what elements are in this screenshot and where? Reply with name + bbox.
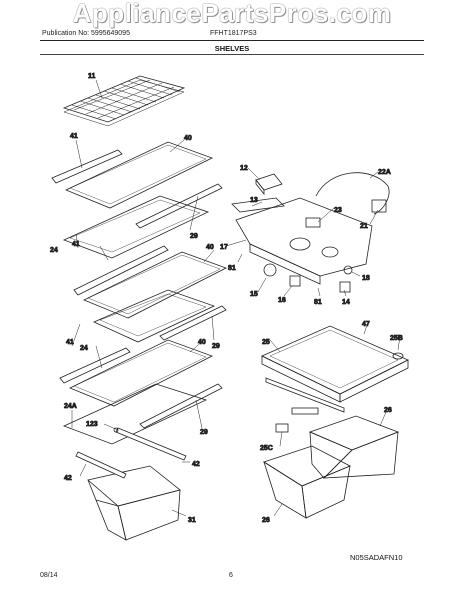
light-cover[interactable] bbox=[255, 173, 283, 196]
leader-lines bbox=[71, 79, 401, 517]
shelf-trim-front-top[interactable] bbox=[51, 149, 123, 184]
callout-25B: 25B bbox=[390, 335, 403, 342]
callout-123: 123 bbox=[86, 421, 98, 428]
callout-41: 41 bbox=[70, 133, 78, 140]
callout-40: 40 bbox=[198, 339, 206, 346]
callout-42: 42 bbox=[64, 475, 72, 482]
shelf-trim-rear-bottom[interactable] bbox=[139, 383, 223, 429]
footer-date: 08/14 bbox=[40, 572, 58, 579]
shelf-trim-front-middle[interactable] bbox=[73, 245, 169, 296]
sensor-connector[interactable] bbox=[371, 199, 387, 213]
callout-24: 24 bbox=[50, 247, 58, 254]
crisper-pan-left[interactable] bbox=[263, 445, 351, 519]
thermistor[interactable] bbox=[305, 217, 321, 228]
callout-25: 25 bbox=[262, 339, 270, 346]
callout-17: 17 bbox=[220, 244, 228, 251]
glass-shelf-bottom[interactable] bbox=[69, 339, 214, 407]
wire-shelf[interactable] bbox=[62, 75, 186, 127]
socket[interactable] bbox=[339, 281, 351, 293]
callout-21: 21 bbox=[360, 223, 368, 230]
header-rule bbox=[40, 40, 424, 41]
callout-25C: 25C bbox=[260, 445, 273, 452]
crisper-cover[interactable] bbox=[261, 325, 409, 403]
drawing-code: N05SADAFN10 bbox=[350, 553, 403, 562]
crisper-cover-rail[interactable] bbox=[113, 427, 187, 461]
callout-81: 81 bbox=[228, 265, 236, 272]
callout-labels: 11 41 40 29 24 41 40 17 29 24 41 40 24A … bbox=[50, 73, 404, 525]
callout-11: 11 bbox=[88, 73, 96, 80]
callout-23: 23 bbox=[334, 207, 342, 214]
humidity-control[interactable] bbox=[392, 352, 404, 360]
shelf-frame-top[interactable] bbox=[62, 195, 210, 259]
pan-rail-left[interactable] bbox=[75, 451, 127, 479]
callout-16: 16 bbox=[278, 297, 286, 304]
callout-42: 42 bbox=[192, 461, 200, 468]
thermostat-bracket[interactable] bbox=[231, 197, 285, 213]
crisper-pan-right[interactable] bbox=[308, 415, 400, 479]
callout-40: 40 bbox=[206, 244, 214, 251]
model-number: FFHT1817PS3 bbox=[210, 30, 257, 37]
wire-harness[interactable] bbox=[315, 172, 390, 215]
glass-shelf-middle[interactable] bbox=[83, 251, 228, 319]
callout-41: 41 bbox=[66, 339, 74, 346]
callout-31: 31 bbox=[188, 517, 196, 524]
header-rule-bottom bbox=[40, 54, 424, 55]
callout-29: 29 bbox=[200, 429, 208, 436]
callout-18: 18 bbox=[362, 275, 370, 282]
callout-22A: 22A bbox=[378, 169, 391, 176]
callout-24A: 24A bbox=[64, 403, 77, 410]
publication-number: Publication No: 5995649095 bbox=[42, 30, 130, 37]
watermark: AppliancePartsPros.com bbox=[72, 0, 392, 28]
section-title: SHELVES bbox=[214, 44, 250, 53]
footer-page-number: 6 bbox=[229, 572, 233, 579]
callout-81: 81 bbox=[314, 299, 322, 306]
control-housing[interactable] bbox=[235, 197, 373, 285]
crisper-pan-small[interactable] bbox=[87, 465, 181, 541]
callout-15: 15 bbox=[250, 291, 258, 298]
callout-26: 26 bbox=[384, 407, 392, 414]
callout-14: 14 bbox=[342, 299, 350, 306]
crisper-guide[interactable] bbox=[275, 423, 289, 433]
callout-47: 47 bbox=[362, 321, 370, 328]
switch[interactable] bbox=[289, 275, 301, 287]
callout-41: 41 bbox=[72, 241, 80, 248]
crisper-frame[interactable] bbox=[265, 377, 345, 415]
shelf-frame-middle[interactable] bbox=[93, 289, 216, 343]
callout-12: 12 bbox=[240, 165, 248, 172]
glass-shelf-top[interactable] bbox=[65, 141, 214, 209]
callout-40: 40 bbox=[184, 135, 192, 142]
callout-29: 29 bbox=[212, 343, 220, 350]
callout-24: 24 bbox=[80, 345, 88, 352]
shelf-trim-front-bottom[interactable] bbox=[59, 347, 131, 384]
shelf-frame-bottom[interactable] bbox=[62, 383, 208, 445]
callout-13: 13 bbox=[250, 197, 258, 204]
light-bulb[interactable] bbox=[263, 263, 277, 277]
callout-29: 29 bbox=[190, 233, 198, 240]
damper-knob[interactable] bbox=[343, 265, 353, 275]
shelf-trim-rear-middle[interactable] bbox=[159, 305, 227, 341]
callout-26: 26 bbox=[262, 517, 270, 524]
